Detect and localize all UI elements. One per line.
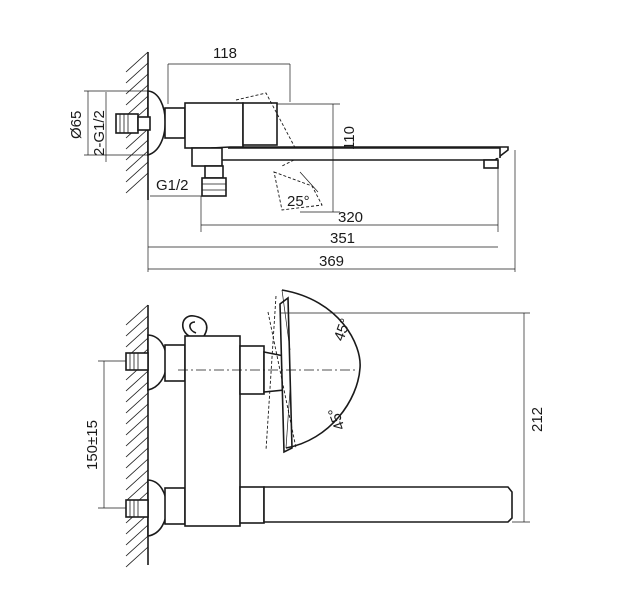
faucet-body-front [184, 335, 241, 527]
hatch-line [125, 172, 149, 194]
wall-hatch-front [125, 304, 149, 568]
dim-45-top: 45° [331, 316, 355, 343]
lever-front [279, 296, 293, 454]
dim-118: 118 [213, 45, 237, 62]
dim-110-group: 110 [277, 103, 358, 213]
hatch-line [125, 447, 149, 469]
hatch-line [125, 524, 149, 546]
hatch-line [125, 161, 149, 183]
hatch-line [125, 150, 149, 172]
dim-phi65: Ø65 [68, 111, 85, 139]
hatch-line [125, 403, 149, 425]
hatch-line [125, 370, 149, 392]
hatch-line [125, 62, 149, 84]
inlet-stud-top [115, 113, 139, 134]
dim-25-angle: 25° [287, 193, 310, 210]
shower-holder-hook [181, 315, 208, 339]
shower-outlet-top [204, 165, 224, 179]
dim-320-group: 320 [200, 168, 499, 232]
faucet-body-top [184, 102, 244, 149]
hatch-line [125, 51, 149, 73]
wall-flange-lower [147, 479, 168, 537]
dim-212: 212 [529, 407, 546, 432]
dim-118-group: 118 [167, 45, 291, 104]
top-view: 118 110 25° 320 351 369 Ø65 [68, 45, 516, 272]
hatch-line [125, 546, 149, 568]
hatch-line [125, 315, 149, 337]
dim-g1-2: G1/2 [156, 177, 189, 194]
hatch-line [125, 139, 149, 161]
hatch-line [125, 535, 149, 557]
hatch-line [125, 414, 149, 436]
hatch-line [125, 469, 149, 491]
dim-351-group: 351 [147, 200, 498, 272]
spout-front [263, 486, 513, 523]
dim-110: 110 [341, 126, 358, 150]
front-view: 45° 45° 150±15 212 [84, 289, 546, 568]
hatch-line [125, 304, 149, 326]
dim-2-g1-2: 2-G1/2 [91, 110, 108, 156]
hatch-line [125, 436, 149, 458]
dim-369: 369 [319, 253, 344, 270]
dim-212-group: 212 [280, 312, 546, 523]
hatch-line [125, 95, 149, 117]
hatch-line [125, 425, 149, 447]
hatch-line [125, 128, 149, 150]
dim-45-bottom: 45° [325, 405, 349, 432]
hatch-line [125, 84, 149, 106]
lever-rotation-top [235, 92, 301, 167]
dim-351: 351 [330, 230, 355, 247]
hatch-line [125, 458, 149, 480]
dim-320: 320 [338, 209, 363, 226]
hatch-line [125, 326, 149, 348]
hatch-line [125, 381, 149, 403]
lever-swing-arc [281, 289, 361, 449]
dim-150-pm-15: 150±15 [84, 420, 101, 470]
eccentric-nut-top [164, 107, 186, 139]
hatch-line [125, 392, 149, 414]
hatch-line [125, 480, 149, 502]
dim-369-group: 369 [148, 150, 516, 272]
dim-150-group: 150±15 [84, 360, 126, 509]
wall-flange-upper [147, 334, 168, 392]
